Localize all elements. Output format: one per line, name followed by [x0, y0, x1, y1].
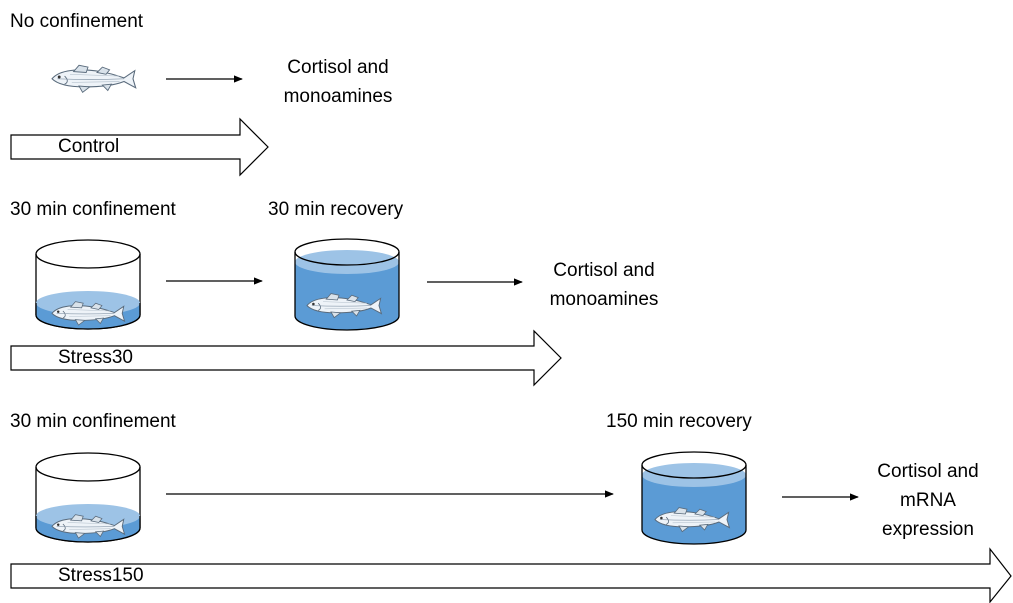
row1-outcome-line1: Cortisol and	[287, 57, 389, 78]
stress150-block-arrow	[10, 547, 1012, 603]
row2-outcome-line1: Cortisol and	[553, 260, 655, 281]
row3-recovery-label: 150 min recovery	[606, 411, 752, 432]
fish-icon	[51, 64, 137, 93]
confinement-tank-icon	[35, 452, 141, 543]
row3-outcome-line3: expression	[882, 519, 974, 540]
control-label: Control	[58, 136, 120, 157]
row3-heading: 30 min confinement	[10, 411, 176, 432]
confinement-tank-icon	[35, 239, 141, 330]
stress30-label: Stress30	[58, 347, 133, 368]
stress30-block-arrow	[10, 329, 562, 387]
row2-outcome-line2: monoamines	[549, 289, 659, 310]
row2-heading: 30 min confinement	[10, 199, 176, 220]
recovery-tank-icon	[294, 238, 400, 331]
row2-recovery-label: 30 min recovery	[268, 199, 404, 220]
row3-outcome-line2: mRNA	[900, 490, 956, 511]
row1-outcome-line2: monoamines	[283, 86, 393, 107]
stress150-label: Stress150	[58, 565, 144, 586]
row3-outcome-line1: Cortisol and	[877, 461, 979, 482]
row1-heading: No confinement	[10, 11, 144, 32]
recovery-tank-icon	[641, 451, 747, 545]
control-block-arrow	[10, 117, 269, 177]
